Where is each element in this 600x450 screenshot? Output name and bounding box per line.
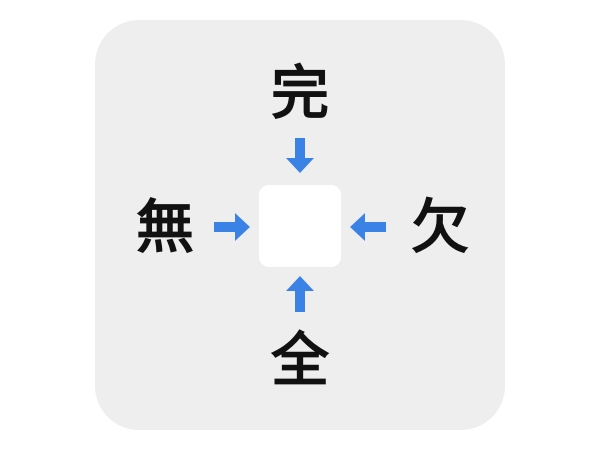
arrow-up-icon [286, 276, 314, 312]
arrow-left-icon [350, 213, 386, 241]
kanji-left: 無 [135, 193, 194, 261]
answer-box[interactable] [259, 185, 341, 267]
arrow-right-icon [214, 213, 250, 241]
kanji-bottom: 全 [270, 326, 329, 394]
kanji-top: 完 [270, 59, 329, 127]
kanji-right: 欠 [410, 193, 469, 261]
arrow-down-icon [286, 138, 314, 173]
